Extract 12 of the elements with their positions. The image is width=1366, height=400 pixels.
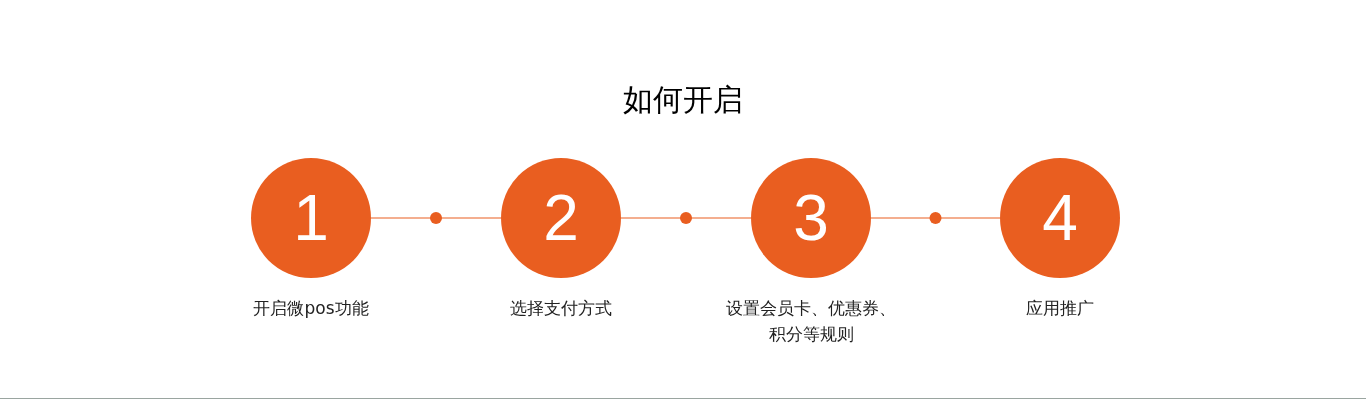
step-number: 3 bbox=[793, 186, 829, 250]
connector-line bbox=[370, 217, 502, 219]
title: 如何开启 bbox=[623, 81, 743, 119]
step-number: 1 bbox=[293, 186, 329, 250]
step-number: 2 bbox=[543, 186, 579, 250]
step-caption: 设置会员卡、优惠券、积分等规则 bbox=[725, 297, 897, 346]
step-caption: 开启微pos功能 bbox=[252, 297, 370, 320]
step-caption: 应用推广 bbox=[1025, 297, 1095, 320]
step-caption: 选择支付方式 bbox=[509, 297, 613, 320]
step-number: 4 bbox=[1042, 186, 1078, 250]
connector-line bbox=[870, 217, 1001, 219]
connector-line bbox=[620, 217, 752, 219]
